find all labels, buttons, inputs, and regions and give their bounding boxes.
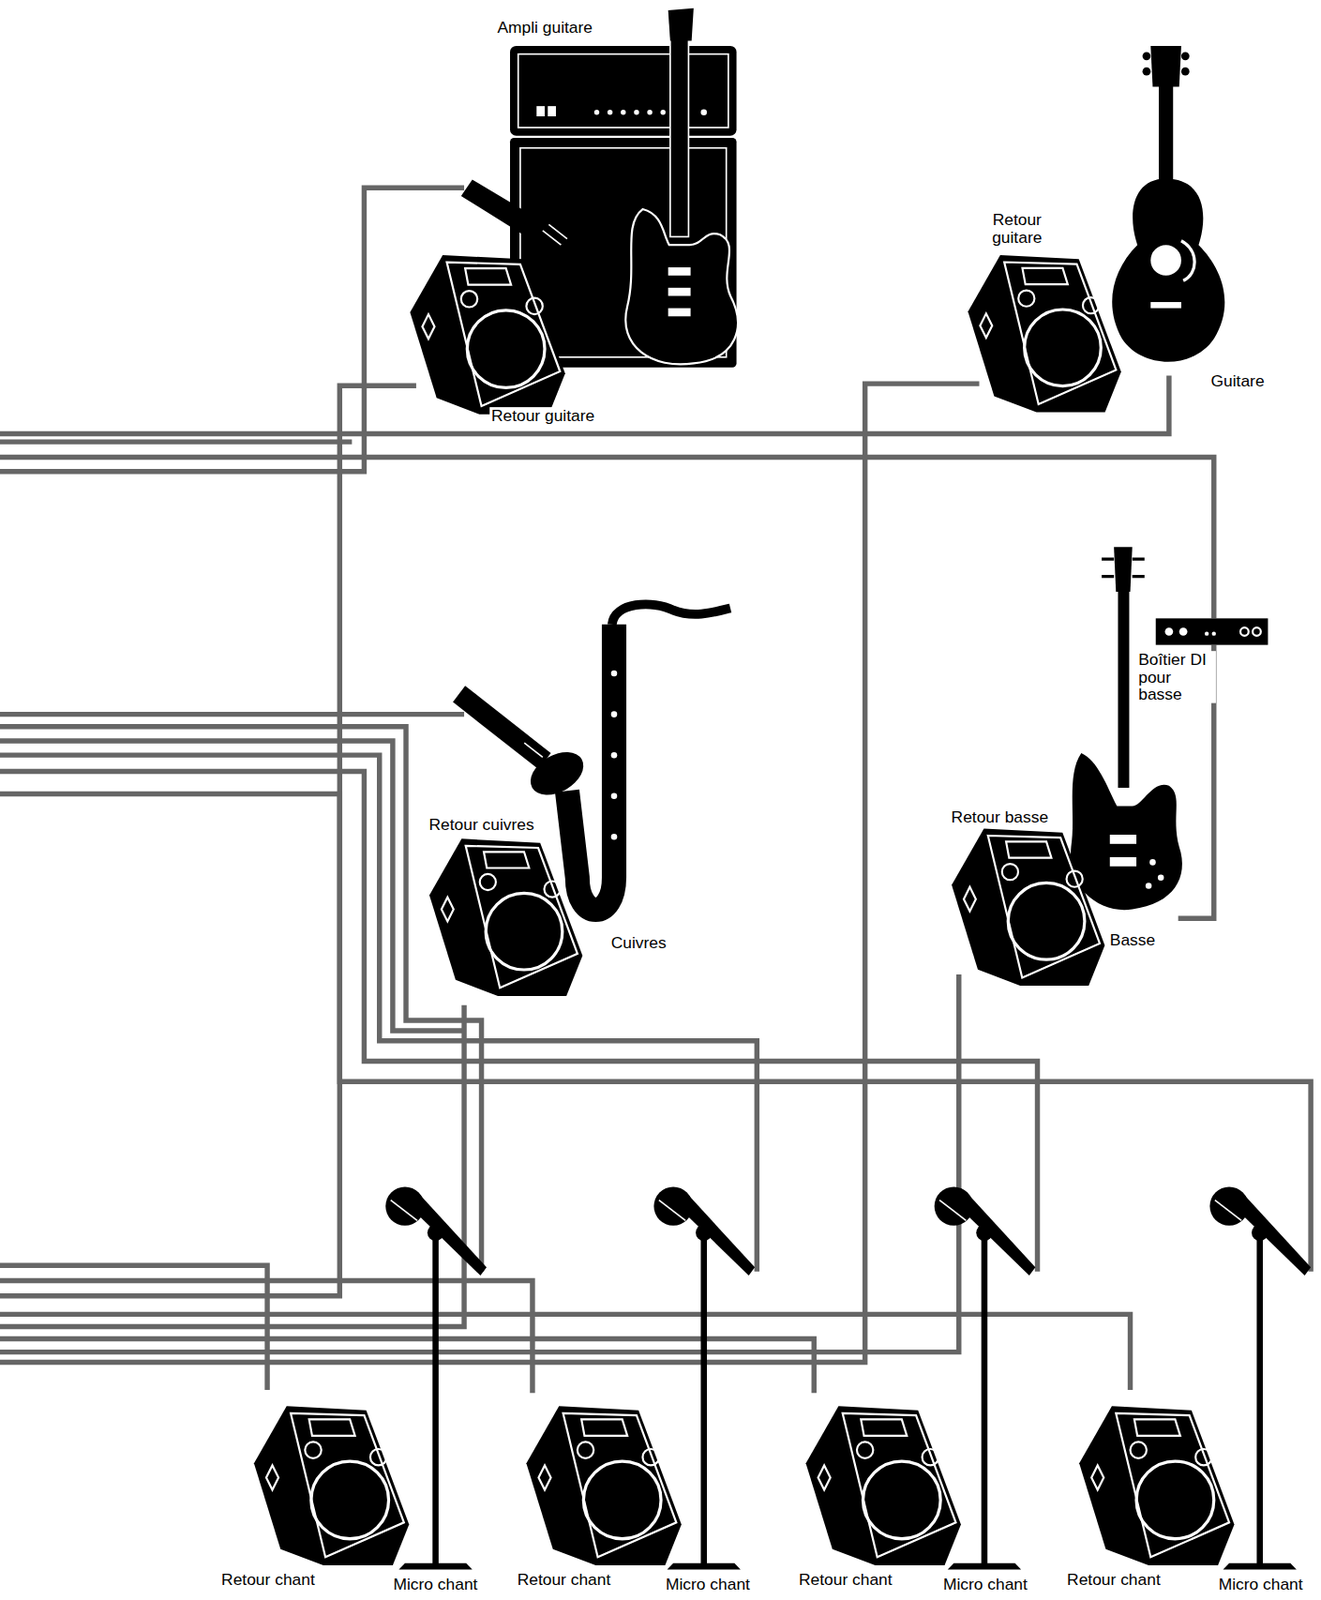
monitor-wedges	[254, 255, 1235, 1565]
item-label: Retour guitare	[974, 210, 1060, 246]
item-label: Micro chant	[390, 1575, 480, 1592]
item-label: Retour cuivres	[426, 814, 537, 832]
mic-stands	[385, 1185, 1311, 1569]
item-label: Retour chant	[1065, 1569, 1163, 1587]
item-label: Retour chant	[514, 1569, 613, 1587]
saxophone	[523, 603, 731, 910]
bass-guitar	[1070, 546, 1183, 910]
item-label: Retour guitare	[489, 406, 598, 424]
acoustic-guitar	[1111, 45, 1225, 362]
item-label: Micro chant	[1215, 1575, 1305, 1592]
item-label: Retour basse	[948, 808, 1051, 826]
item-label: Basse	[1108, 930, 1158, 947]
amp-microphone	[461, 179, 572, 257]
item-label: Retour chant	[796, 1569, 895, 1587]
item-label: Retour chant	[219, 1569, 317, 1587]
sax-microphone	[452, 685, 551, 769]
electric-guitar	[625, 8, 738, 365]
di-box	[1155, 617, 1269, 645]
item-label: Micro chant	[941, 1575, 1030, 1592]
item-label: Ampli guitare	[495, 18, 595, 36]
item-label: Cuivres	[609, 933, 669, 951]
item-label: Boîtier DI pour basse	[1136, 650, 1216, 703]
item-label: Guitare	[1208, 372, 1266, 390]
item-label: Micro chant	[663, 1575, 752, 1592]
